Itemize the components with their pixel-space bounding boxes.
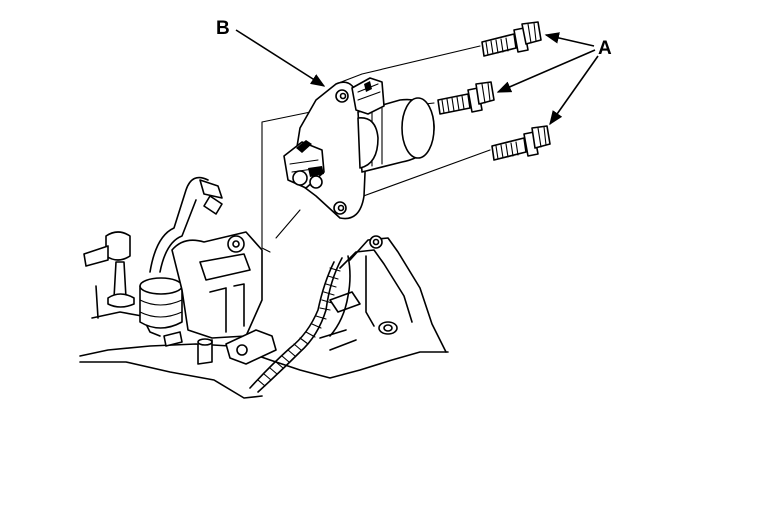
callout-label-a: A [598,38,612,59]
leader-line-b [235,29,326,87]
mounting-bracket [319,235,447,353]
bolt-middle [437,81,495,115]
engine-casting [79,176,449,399]
leader-lines-a [496,32,599,126]
bolt-lower [491,125,551,161]
callout-label-b: B [216,18,230,39]
valve-assembly-b [283,77,435,220]
bolt-upper [481,21,542,57]
wire-harness [249,255,351,393]
